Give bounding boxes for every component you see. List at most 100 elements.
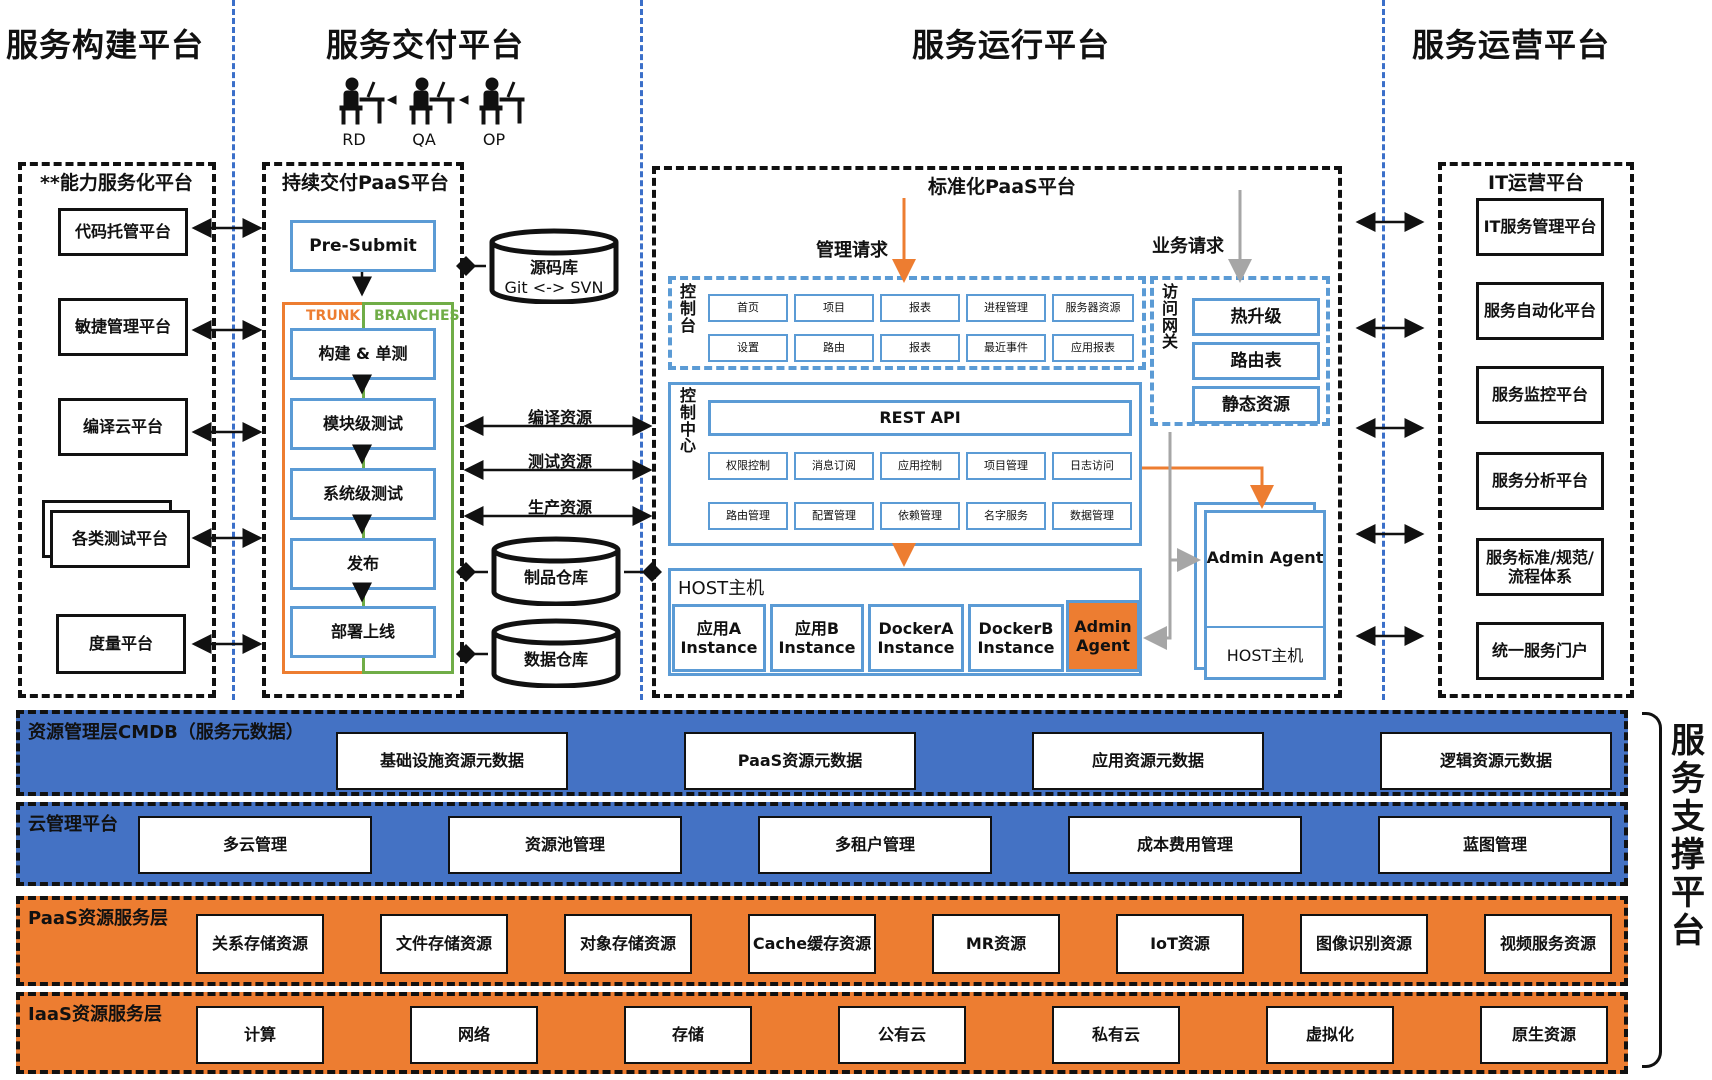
data-repo: 数据仓库 [490,618,622,689]
layer-item: 原生资源 [1480,1006,1608,1064]
layer-item: 视频服务资源 [1484,914,1612,974]
console-item: 项目 [794,294,874,322]
cap-agile: 敏捷管理平台 [58,298,188,356]
it-analysis: 服务分析平台 [1476,452,1604,510]
layer-item: 计算 [196,1006,324,1064]
host-title: HOST主机 [678,578,765,599]
it-service-mgmt: IT服务管理平台 [1476,198,1604,256]
step-module-test: 模块级测试 [290,398,436,450]
layer-item: IoT资源 [1116,914,1244,974]
artifact-repo: 制品仓库 [490,536,622,607]
step-release: 发布 [290,538,436,590]
control-item: 路由管理 [708,502,788,530]
role-op: OP [482,130,506,149]
resource-compile: 编译资源 [527,408,592,427]
separator-1 [232,0,235,700]
host-frame [668,568,1142,676]
artifact-repo-title: 制品仓库 [523,568,588,587]
layer-cmdb: 资源管理层CMDB（服务元数据） 基础设施资源元数据 PaaS资源元数据 应用资… [16,710,1628,796]
layer-item: 成本费用管理 [1068,816,1302,874]
control-item: 消息订阅 [794,452,874,480]
layer-iaas-resource-title: IaaS资源服务层 [28,1004,162,1025]
layer-item: 公有云 [838,1006,966,1064]
role-rd: RD [342,130,366,149]
cap-metrics: 度量平台 [56,614,186,674]
role-qa: QA [412,130,436,149]
database-icon [491,618,621,689]
header-ops: 服务运营平台 [1412,26,1611,64]
gateway-label: 访问网关 [1161,282,1178,352]
it-standards: 服务标准/规范/流程体系 [1476,538,1604,596]
source-repo-title: 源码库 [529,258,578,277]
layer-paas-resource: PaaS资源服务层 关系存储资源 文件存储资源 对象存储资源 Cache缓存资源… [16,896,1628,986]
side-admin-agent: Admin Agent [1206,548,1324,567]
control-item: 项目管理 [966,452,1046,480]
console-item: 报表 [880,334,960,362]
it-ops-title: IT运营平台 [1488,172,1585,194]
layer-item: 私有云 [1052,1006,1180,1064]
layer-item: PaaS资源元数据 [684,732,916,790]
data-repo-title: 数据仓库 [523,650,588,669]
layer-item: 蓝图管理 [1378,816,1612,874]
gateway-static-resource: 静态资源 [1192,386,1320,424]
it-portal: 统一服务门户 [1476,622,1604,680]
cd-title: 持续交付PaaS平台 [282,172,449,194]
layer-item: 应用资源元数据 [1032,732,1264,790]
layer-item: 文件存储资源 [380,914,508,974]
layer-item: 多租户管理 [758,816,992,874]
step-build: 构建 & 单测 [290,328,436,380]
layer-cloud-mgmt: 云管理平台 多云管理 资源池管理 多租户管理 成本费用管理 蓝图管理 [16,802,1628,886]
host-app-b: 应用B Instance [770,604,864,672]
side-host-divider [1204,626,1326,628]
side-host-box [1204,510,1326,680]
control-item: 名字服务 [966,502,1046,530]
it-monitoring: 服务监控平台 [1476,366,1604,424]
rest-api-box: REST API [708,400,1132,436]
layer-cmdb-title: 资源管理层CMDB（服务元数据） [28,722,304,743]
console-item: 报表 [880,294,960,322]
it-ops-platform [1438,162,1634,698]
layer-item: 存储 [624,1006,752,1064]
console-label: 控制台 [679,282,696,335]
console-item: 首页 [708,294,788,322]
layer-item: 多云管理 [138,816,372,874]
roles-group: RD QA OP [330,72,540,152]
resource-test: 测试资源 [527,452,592,471]
mgmt-request-label: 管理请求 [816,240,888,261]
paas-platform [652,166,1342,698]
support-label: 服务支撑平台 [1671,721,1705,952]
support-brace [1642,712,1662,1068]
layer-iaas-resource: IaaS资源服务层 计算 网络 存储 公有云 私有云 虚拟化 原生资源 [16,992,1628,1074]
cap-test: 各类测试平台 [50,510,190,568]
header-deliver: 服务交付平台 [326,26,525,64]
branches-label: BRANCHES [374,308,460,324]
console-item: 服务器资源 [1052,294,1134,322]
separator-3 [1382,0,1385,700]
side-host-title: HOST主机 [1226,646,1304,665]
host-admin-agent: Admin Agent [1066,600,1140,672]
layer-item: 虚拟化 [1266,1006,1394,1064]
header-run: 服务运行平台 [912,26,1111,64]
layer-paas-resource-title: PaaS资源服务层 [28,908,168,929]
host-docker-a: DockerA Instance [868,604,964,672]
header-build: 服务构建平台 [6,26,205,64]
control-item: 配置管理 [794,502,874,530]
person-at-desk-icons [339,77,525,125]
biz-request-label: 业务请求 [1152,236,1224,257]
source-repo: 源码库 Git <-> SVN [488,228,620,305]
console-item: 进程管理 [966,294,1046,322]
capability-title: **能力服务化平台 [40,172,193,194]
layer-item: 图像识别资源 [1300,914,1428,974]
layer-item: 资源池管理 [448,816,682,874]
host-app-a: 应用A Instance [672,604,766,672]
separator-2 [640,0,643,700]
control-item: 日志访问 [1052,452,1132,480]
source-repo-sub: Git <-> SVN [504,278,604,297]
resource-prod: 生产资源 [527,498,592,517]
database-icon [491,536,621,607]
cap-compile-cloud: 编译云平台 [58,398,188,456]
layer-item: 逻辑资源元数据 [1380,732,1612,790]
control-item: 数据管理 [1052,502,1132,530]
paas-title: 标准化PaaS平台 [928,176,1076,198]
layer-item: MR资源 [932,914,1060,974]
